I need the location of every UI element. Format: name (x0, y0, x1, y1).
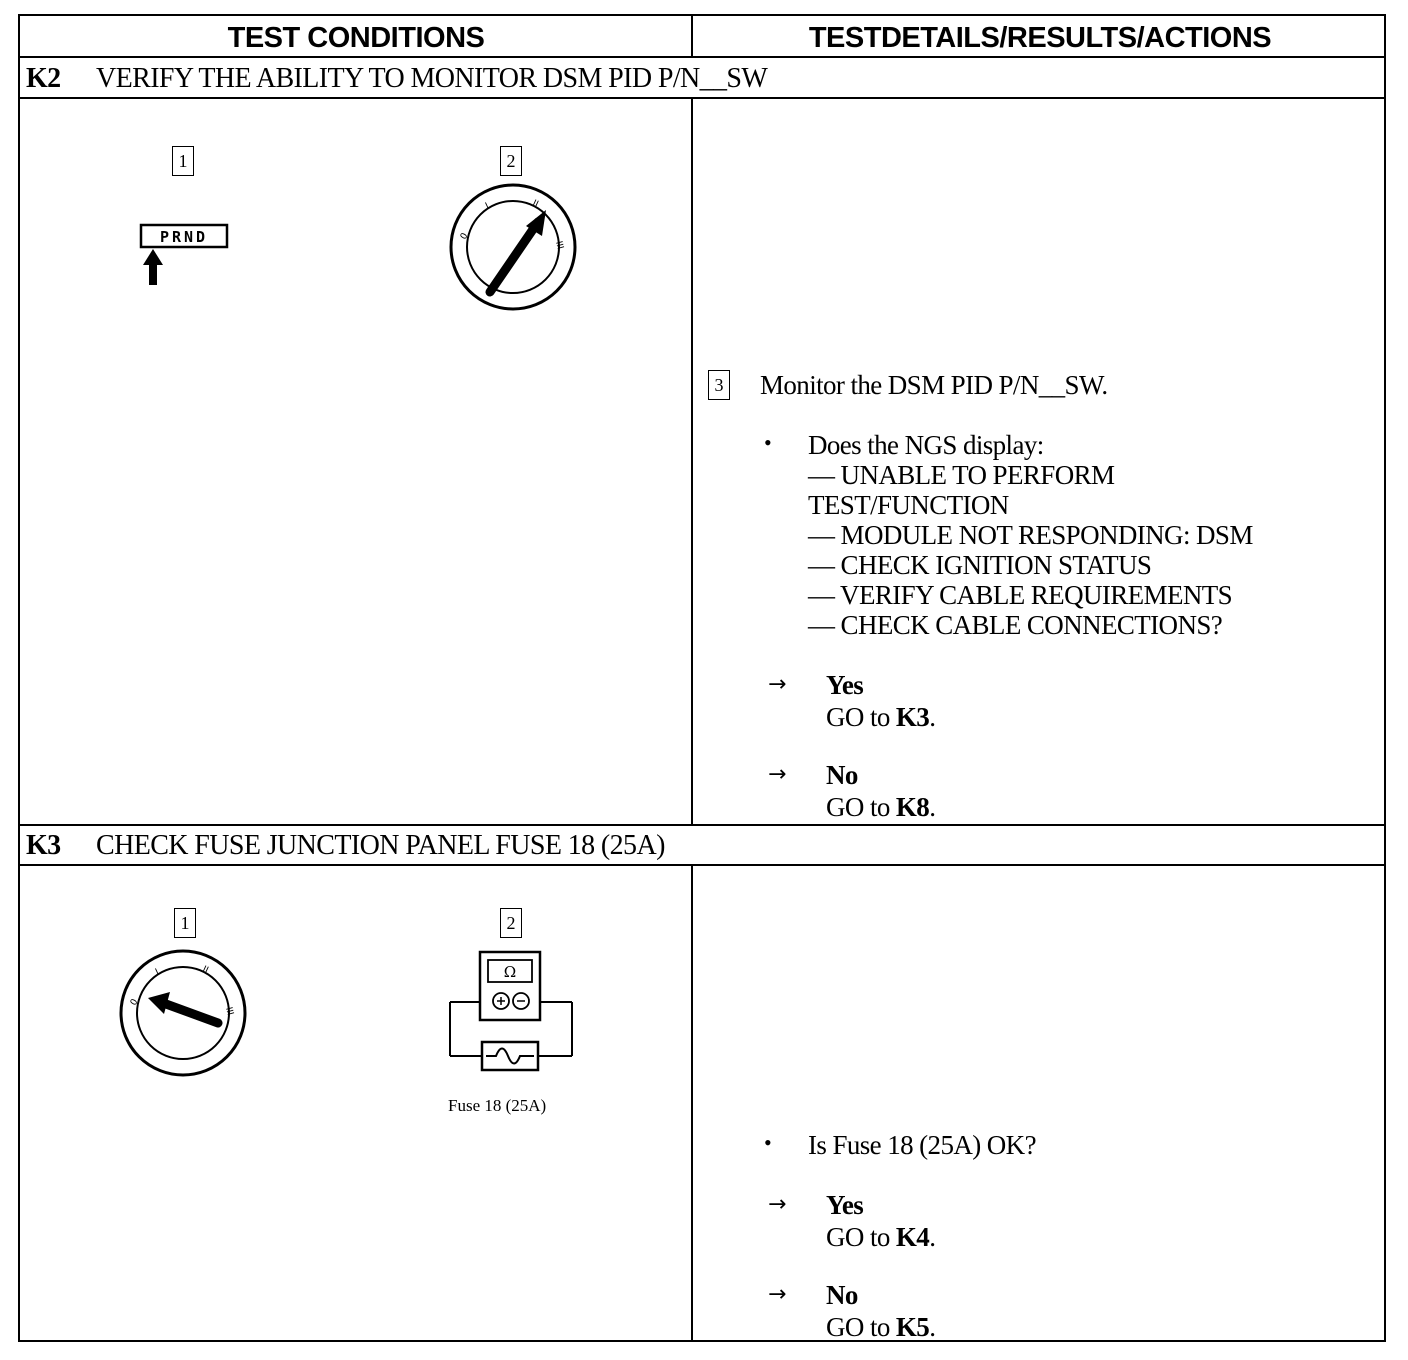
section-title-text: VERIFY THE ABILITY TO MONITOR DSM PID P/… (96, 63, 768, 94)
question-line-2: — UNABLE TO PERFORM (808, 460, 1115, 490)
go-to-text: GO to (826, 792, 890, 822)
prnd-label: PRND (160, 228, 208, 246)
ignition-position-2: II (531, 199, 540, 210)
result-arrow-icon: → (768, 1282, 787, 1307)
section-code: K2 (26, 63, 61, 94)
ohm-symbol: Ω (504, 963, 516, 981)
step-marker-3: 3 (708, 370, 730, 400)
header-test-details: TESTDETAILS/RESULTS/ACTIONS (808, 22, 1272, 54)
go-to-target-k5[interactable]: K5 (895, 1312, 930, 1342)
result-no-action: GO to K5. (826, 1312, 936, 1342)
go-to-target-k3[interactable]: K3 (895, 702, 930, 732)
diagnostic-table: TEST CONDITIONS TESTDETAILS/RESULTS/ACTI… (18, 14, 1386, 1342)
result-no-action: GO to K8. (826, 792, 936, 822)
period: . (929, 702, 936, 732)
ignition-position-2: II (201, 965, 210, 976)
bullet: • (764, 1130, 772, 1155)
go-to-text: GO to (826, 1222, 890, 1252)
divider (20, 864, 1384, 866)
divider (20, 824, 1384, 826)
period: . (929, 1222, 936, 1252)
step-marker-1: 1 (172, 146, 194, 176)
result-arrow-icon: → (768, 672, 787, 697)
period: . (929, 1312, 936, 1342)
ignition-position-3: III (223, 1006, 235, 1016)
question-line-3: TEST/FUNCTION (808, 490, 1009, 520)
result-yes-action: GO to K3. (826, 702, 936, 732)
result-arrow-icon: → (768, 762, 787, 787)
step-marker-2: 2 (500, 146, 522, 176)
section-code: K3 (26, 830, 61, 861)
result-yes-label: Yes (826, 1190, 864, 1220)
result-no-label: No (826, 1280, 858, 1310)
ignition-switch-run-icon: 0 I II III (449, 183, 577, 311)
divider (691, 97, 693, 824)
step-marker-1: 1 (174, 908, 196, 938)
result-no-label: No (826, 760, 858, 790)
result-yes-label: Yes (826, 670, 864, 700)
ignition-position-3: III (553, 240, 565, 250)
ohmmeter-fuse-test-icon: Ω (449, 950, 573, 1072)
divider (691, 864, 693, 1342)
period: . (929, 792, 936, 822)
result-arrow-icon: → (768, 1192, 787, 1217)
header-test-conditions: TEST CONDITIONS (227, 22, 485, 54)
ignition-switch-off-icon: 0 I II III (119, 949, 247, 1077)
go-to-target-k8[interactable]: K8 (895, 792, 930, 822)
fuse-question: Is Fuse 18 (25A) OK? (808, 1130, 1037, 1160)
go-to-text: GO to (826, 1312, 890, 1342)
section-title-k2: K2 VERIFY THE ABILITY TO MONITOR DSM PID … (26, 59, 768, 99)
question-line-6: — VERIFY CABLE REQUIREMENTS (808, 580, 1233, 610)
section-title-text: CHECK FUSE JUNCTION PANEL FUSE 18 (25A) (96, 830, 665, 861)
ignition-position-0: 0 (459, 231, 471, 241)
divider (20, 97, 1384, 99)
divider (691, 16, 693, 56)
fuse-caption: Fuse 18 (25A) (448, 1096, 547, 1115)
gear-selector-park-icon: PRND (139, 223, 229, 285)
step-3-instruction: Monitor the DSM PID P/N__SW. (760, 370, 1108, 400)
bullet: • (764, 430, 772, 455)
ignition-position-1: I (154, 968, 161, 978)
divider (20, 56, 1384, 58)
result-yes-action: GO to K4. (826, 1222, 936, 1252)
ignition-position-0: 0 (129, 997, 141, 1007)
section-title-k3: K3 CHECK FUSE JUNCTION PANEL FUSE 18 (25A… (26, 826, 665, 866)
ignition-position-1: I (484, 202, 491, 212)
go-to-target-k4[interactable]: K4 (895, 1222, 930, 1252)
question-line-5: — CHECK IGNITION STATUS (808, 550, 1152, 580)
question-line-4: — MODULE NOT RESPONDING: DSM (808, 520, 1253, 550)
step-marker-2: 2 (500, 908, 522, 938)
go-to-text: GO to (826, 702, 890, 732)
question-line-1: Does the NGS display: (808, 430, 1044, 460)
question-line-7: — CHECK CABLE CONNECTIONS? (808, 610, 1223, 640)
